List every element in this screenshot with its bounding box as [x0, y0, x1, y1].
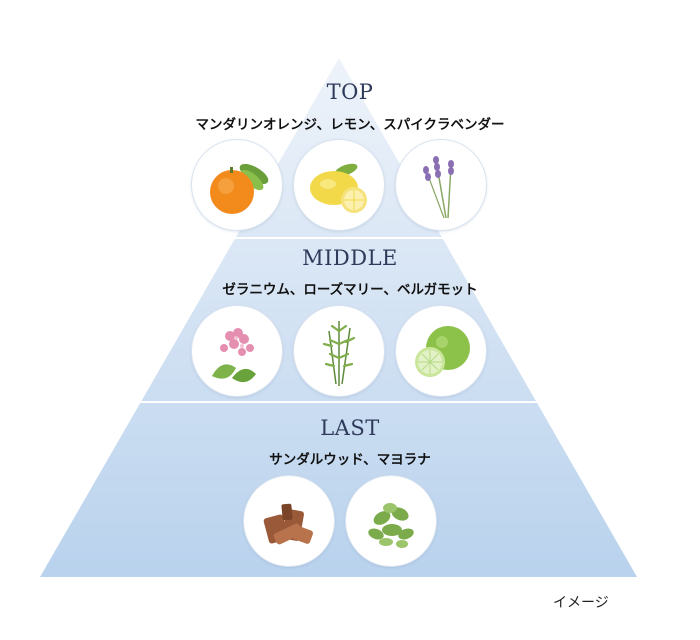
geranium-image	[192, 306, 282, 396]
bergamot-image	[396, 306, 486, 396]
sandalwood-image	[244, 476, 334, 566]
tier-title-top: TOP	[326, 80, 374, 104]
lavender-image	[396, 140, 486, 230]
lemon-image	[294, 140, 384, 230]
rosemary-image	[294, 306, 384, 396]
tier-notes-top: マンダリンオレンジ、レモン、スパイクラベンダー	[195, 117, 505, 133]
rosemary-icon	[322, 321, 356, 386]
tier-title-last: LAST	[320, 416, 380, 440]
lavender-icon	[423, 156, 454, 219]
tier-notes-last: サンダルウッド、マヨラナ	[269, 452, 431, 468]
sandalwood-icon	[263, 503, 314, 545]
mandarin-orange-icon	[210, 163, 269, 214]
tier-title-middle: MIDDLE	[302, 246, 398, 270]
geranium-icon	[212, 328, 256, 383]
marjoram-icon	[368, 503, 414, 548]
mandarin-orange-image	[192, 140, 282, 230]
image-caption: イメージ	[553, 595, 609, 611]
marjoram-image	[346, 476, 436, 566]
bergamot-icon	[415, 326, 470, 377]
lemon-icon	[310, 163, 367, 213]
tier-notes-middle: ゼラニウム、ローズマリー、ベルガモット	[222, 282, 478, 298]
